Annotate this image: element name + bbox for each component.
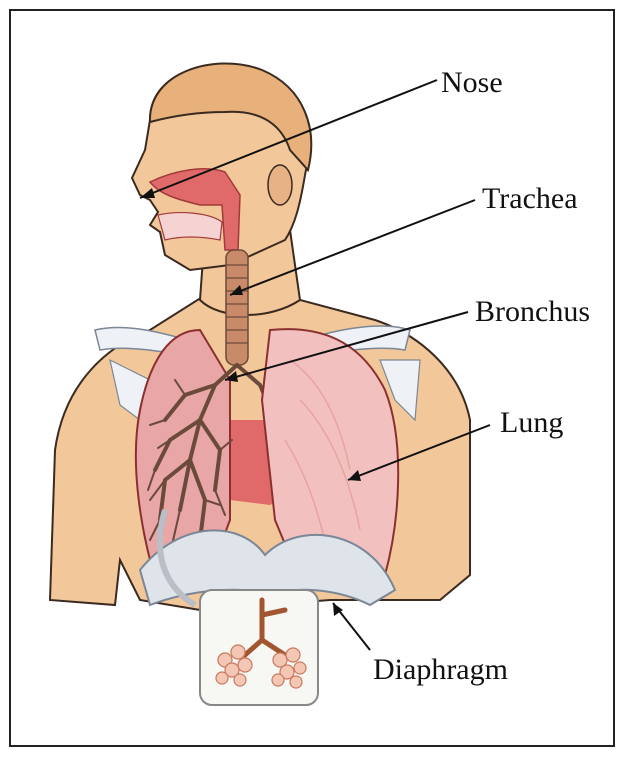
trachea-tube: [226, 250, 248, 365]
label-bronchus: Bronchus: [475, 297, 590, 327]
ear: [268, 165, 292, 205]
label-diaphragm: Diaphragm: [373, 655, 508, 685]
label-trachea: Trachea: [482, 184, 578, 214]
label-nose: Nose: [441, 68, 503, 98]
label-lung: Lung: [500, 408, 563, 438]
alveoli-inset-box: [200, 590, 318, 705]
mouth-cavity: [158, 213, 222, 240]
